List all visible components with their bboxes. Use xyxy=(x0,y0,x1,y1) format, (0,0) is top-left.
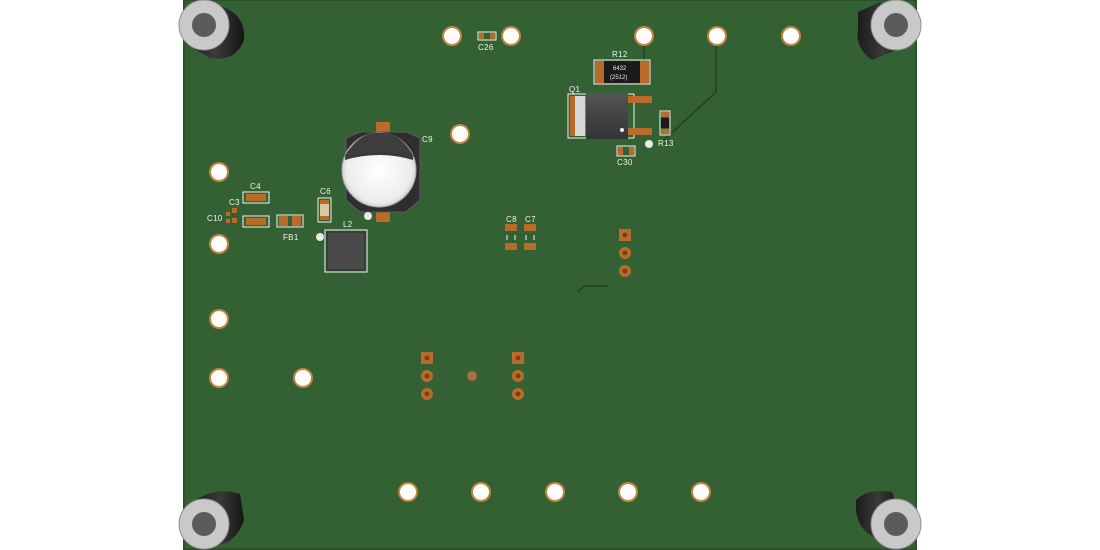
label-q1: Q1 xyxy=(569,85,581,94)
label-r12: R12 xyxy=(612,50,628,59)
label-c8: C8 xyxy=(506,215,517,224)
capacitor-c8: C8 xyxy=(505,215,517,250)
capacitor-c9: C9 xyxy=(341,122,433,222)
resistor-r13: R13 xyxy=(645,110,674,148)
standoff-top-right xyxy=(857,0,922,60)
through-hole xyxy=(471,482,491,502)
capacitor-c30: C30 xyxy=(616,145,636,167)
pcb-board xyxy=(184,0,916,549)
label-l2: L2 xyxy=(343,220,353,229)
through-hole xyxy=(293,368,313,388)
through-hole xyxy=(707,26,727,46)
label-c10: C10 xyxy=(207,214,223,223)
through-hole xyxy=(398,482,418,502)
label-c6: C6 xyxy=(320,187,331,196)
header-j-left xyxy=(421,352,433,400)
label-fb1: FB1 xyxy=(283,233,299,242)
header-j-middle xyxy=(512,352,524,400)
standoff-top-left xyxy=(178,0,245,59)
label-c7: C7 xyxy=(525,215,536,224)
label-c26: C26 xyxy=(478,43,494,52)
capacitor-c4: C4 xyxy=(242,182,270,228)
label-c30: C30 xyxy=(617,158,633,167)
through-hole xyxy=(209,234,229,254)
standoff-bottom-right xyxy=(856,491,922,550)
through-hole xyxy=(442,26,462,46)
through-hole xyxy=(618,482,638,502)
capacitor-c7: C7 xyxy=(524,215,536,250)
through-hole xyxy=(209,162,229,182)
mounting-holes xyxy=(209,26,801,502)
through-hole xyxy=(450,124,470,144)
capacitor-c10: C10 xyxy=(207,212,230,223)
standoff-bottom-left xyxy=(178,491,244,550)
through-hole xyxy=(545,482,565,502)
resistor-r12: R12 6432 (2512) xyxy=(593,50,651,85)
header-j-right xyxy=(619,229,631,277)
label-r13: R13 xyxy=(658,139,674,148)
label-c3: C3 xyxy=(229,198,240,207)
capacitor-c6: C6 xyxy=(317,187,332,223)
transistor-q1: Q1 xyxy=(567,85,652,139)
via-single xyxy=(467,371,477,381)
through-hole xyxy=(781,26,801,46)
through-hole xyxy=(209,368,229,388)
capacitor-c26: C26 xyxy=(477,31,497,52)
r12-marking-bottom: (2512) xyxy=(610,75,627,81)
through-hole xyxy=(209,309,229,329)
label-c9: C9 xyxy=(422,135,433,144)
label-c4: C4 xyxy=(250,182,261,191)
pcb-board-edge xyxy=(183,0,917,550)
through-hole xyxy=(634,26,654,46)
inductor-l2: L2 xyxy=(316,220,368,273)
ferrite-bead-fb1: FB1 xyxy=(276,214,304,242)
r12-marking-top: 6432 xyxy=(613,66,627,72)
through-hole xyxy=(501,26,521,46)
through-hole xyxy=(691,482,711,502)
header-pads xyxy=(421,229,631,400)
capacitor-c3: C3 xyxy=(229,198,240,223)
